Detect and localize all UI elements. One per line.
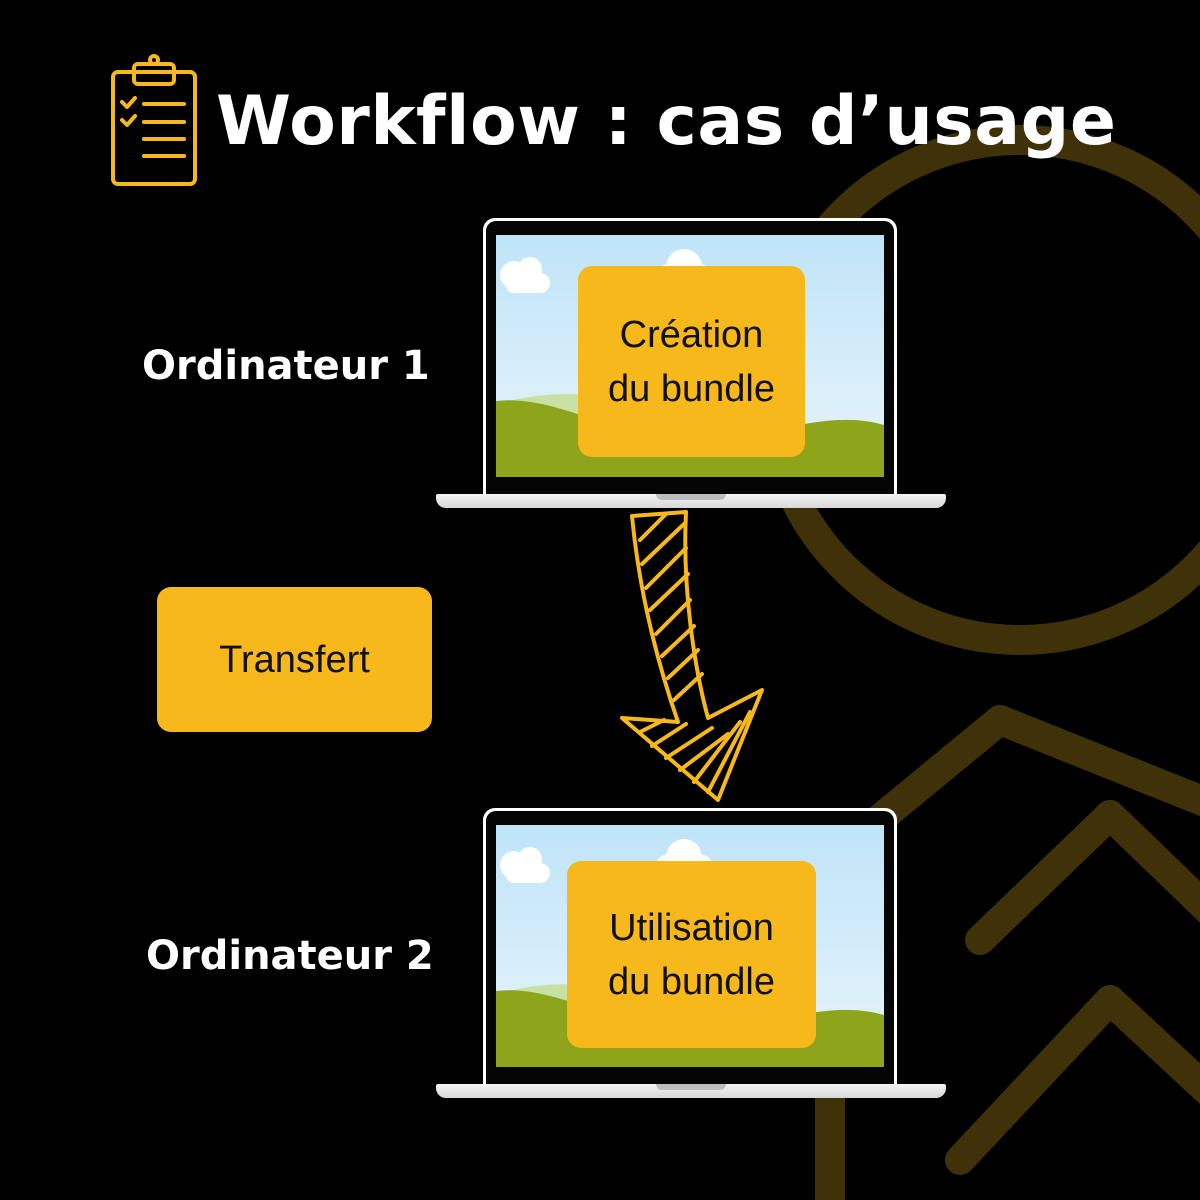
computer-2-label: Ordinateur 2 [146, 933, 434, 979]
laptop-base [436, 494, 946, 508]
step-box-utilisation: Utilisation du bundle [567, 861, 816, 1048]
clipboard-checklist-icon [111, 54, 197, 186]
step-line: du bundle [608, 367, 775, 410]
transfer-box: Transfert [157, 587, 432, 732]
down-arrow-icon [620, 510, 764, 802]
computer-1-label: Ordinateur 1 [142, 343, 430, 389]
laptop-base [436, 1084, 946, 1098]
laptop-notch [656, 1084, 726, 1090]
transfer-label: Transfert [219, 638, 370, 681]
step-line: Utilisation [609, 906, 774, 949]
page-title: Workflow : cas d’usage [216, 82, 1117, 161]
laptop-notch [656, 494, 726, 500]
step-line: du bundle [608, 960, 775, 1003]
step-line: Création [619, 313, 764, 356]
step-box-creation: Création du bundle [578, 266, 805, 457]
